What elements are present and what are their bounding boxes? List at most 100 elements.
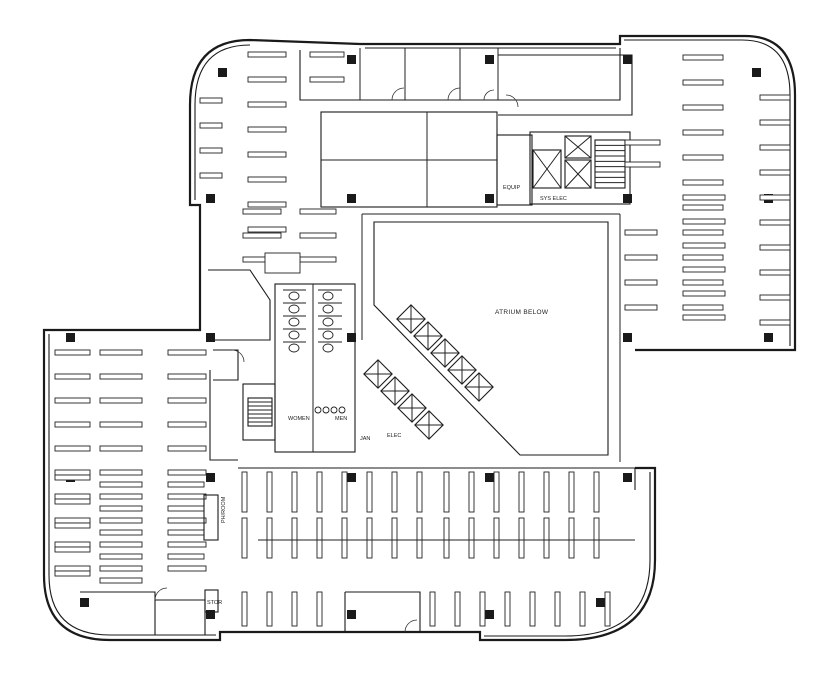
parking-stall bbox=[241, 517, 248, 559]
parking-stall bbox=[99, 505, 143, 512]
parking-stall bbox=[167, 397, 207, 404]
parking-stall bbox=[624, 229, 658, 236]
parking-stall bbox=[366, 471, 373, 513]
parking-stall bbox=[54, 469, 91, 476]
parking-stall bbox=[167, 565, 207, 572]
parking-stall bbox=[568, 471, 575, 513]
parking-stall bbox=[341, 471, 348, 513]
parking-stall bbox=[54, 565, 91, 572]
elevator-car bbox=[396, 304, 426, 334]
parking-stall bbox=[759, 169, 791, 176]
parking-stall bbox=[247, 51, 287, 58]
parking-stall bbox=[99, 577, 143, 584]
toilet bbox=[322, 291, 334, 301]
parking-stall bbox=[443, 517, 450, 559]
parking-stall bbox=[247, 201, 287, 208]
parking-stall bbox=[682, 54, 724, 61]
parking-stall bbox=[579, 591, 586, 627]
parking-stall bbox=[682, 290, 726, 297]
parking-stall bbox=[624, 279, 658, 286]
parking-stall bbox=[199, 122, 223, 129]
parking-stall bbox=[416, 471, 423, 513]
parking-stall bbox=[54, 397, 91, 404]
parking-stall bbox=[309, 51, 345, 58]
parking-stall bbox=[468, 517, 475, 559]
sink bbox=[338, 406, 346, 414]
toilet bbox=[288, 343, 300, 353]
elevator-shaft bbox=[413, 321, 443, 351]
parking-stall bbox=[682, 154, 724, 161]
parking-stall bbox=[99, 541, 143, 548]
elevator-shaft bbox=[397, 393, 427, 423]
parking-stall bbox=[54, 445, 91, 452]
toilet bbox=[322, 317, 334, 327]
parking-stall bbox=[624, 161, 661, 168]
elevator-x bbox=[396, 318, 426, 320]
parking-stall bbox=[316, 591, 323, 627]
toilet bbox=[288, 317, 300, 327]
building-perimeter bbox=[42, 34, 797, 642]
parking-stall bbox=[759, 144, 791, 151]
parking-stall bbox=[316, 517, 323, 559]
parking-stall bbox=[291, 591, 298, 627]
parking-stall bbox=[199, 147, 223, 154]
parking-stall bbox=[99, 481, 143, 488]
parking-stall bbox=[167, 517, 207, 524]
parking-stall bbox=[54, 522, 91, 529]
parking-stall bbox=[54, 349, 91, 356]
toilet bbox=[322, 330, 334, 340]
elevator-x bbox=[414, 424, 444, 426]
parking-stall bbox=[54, 570, 91, 577]
parking-stall bbox=[493, 471, 500, 513]
parking-stall bbox=[593, 471, 600, 513]
elevator-x bbox=[447, 369, 477, 371]
elevator-car bbox=[413, 321, 443, 351]
parking-stall bbox=[167, 505, 205, 512]
parking-stall bbox=[167, 421, 207, 428]
parking-stall bbox=[99, 373, 143, 380]
elevator-car bbox=[447, 355, 477, 385]
parking-stall bbox=[99, 517, 143, 524]
parking-stall bbox=[99, 349, 143, 356]
parking-stall bbox=[429, 591, 436, 627]
parking-stall bbox=[416, 517, 423, 559]
parking-stall bbox=[199, 172, 223, 179]
parking-stall bbox=[54, 498, 91, 505]
parking-stall bbox=[316, 471, 323, 513]
toilet bbox=[322, 304, 334, 314]
parking-stall bbox=[309, 76, 345, 83]
parking-upper-left bbox=[199, 51, 345, 274]
women-label: WOMEN bbox=[288, 416, 310, 422]
elevator-x bbox=[363, 373, 393, 375]
parking-stall bbox=[543, 517, 550, 559]
parking-stall bbox=[291, 471, 298, 513]
parking-stall bbox=[247, 176, 287, 183]
parking-stall bbox=[468, 471, 475, 513]
elevator-x bbox=[430, 352, 460, 354]
equip-label: EQUIP bbox=[503, 185, 520, 191]
parking-stall bbox=[682, 229, 724, 236]
parking-stall bbox=[759, 294, 791, 301]
elevator-car bbox=[430, 338, 460, 368]
parking-stall bbox=[682, 79, 724, 86]
elevator-car bbox=[397, 393, 427, 423]
parking-stall bbox=[242, 208, 282, 215]
parking-stall bbox=[241, 591, 248, 627]
parking-stall bbox=[366, 517, 373, 559]
atrium: ATRIUM BELOW bbox=[361, 213, 621, 462]
parking-stall bbox=[242, 232, 282, 239]
parking-stall bbox=[682, 279, 724, 286]
parking-stall bbox=[682, 304, 724, 311]
sink bbox=[330, 406, 338, 414]
elevator-car bbox=[414, 410, 444, 440]
parking-stall bbox=[99, 529, 143, 536]
parking-stall bbox=[54, 474, 91, 481]
stair bbox=[594, 139, 626, 189]
elec-label: ELEC bbox=[387, 433, 401, 439]
parking-stall bbox=[99, 493, 143, 500]
top-offices bbox=[299, 48, 633, 116]
elevator-shaft bbox=[363, 359, 393, 389]
men-label: MEN bbox=[335, 416, 347, 422]
parking-stall bbox=[479, 591, 486, 627]
